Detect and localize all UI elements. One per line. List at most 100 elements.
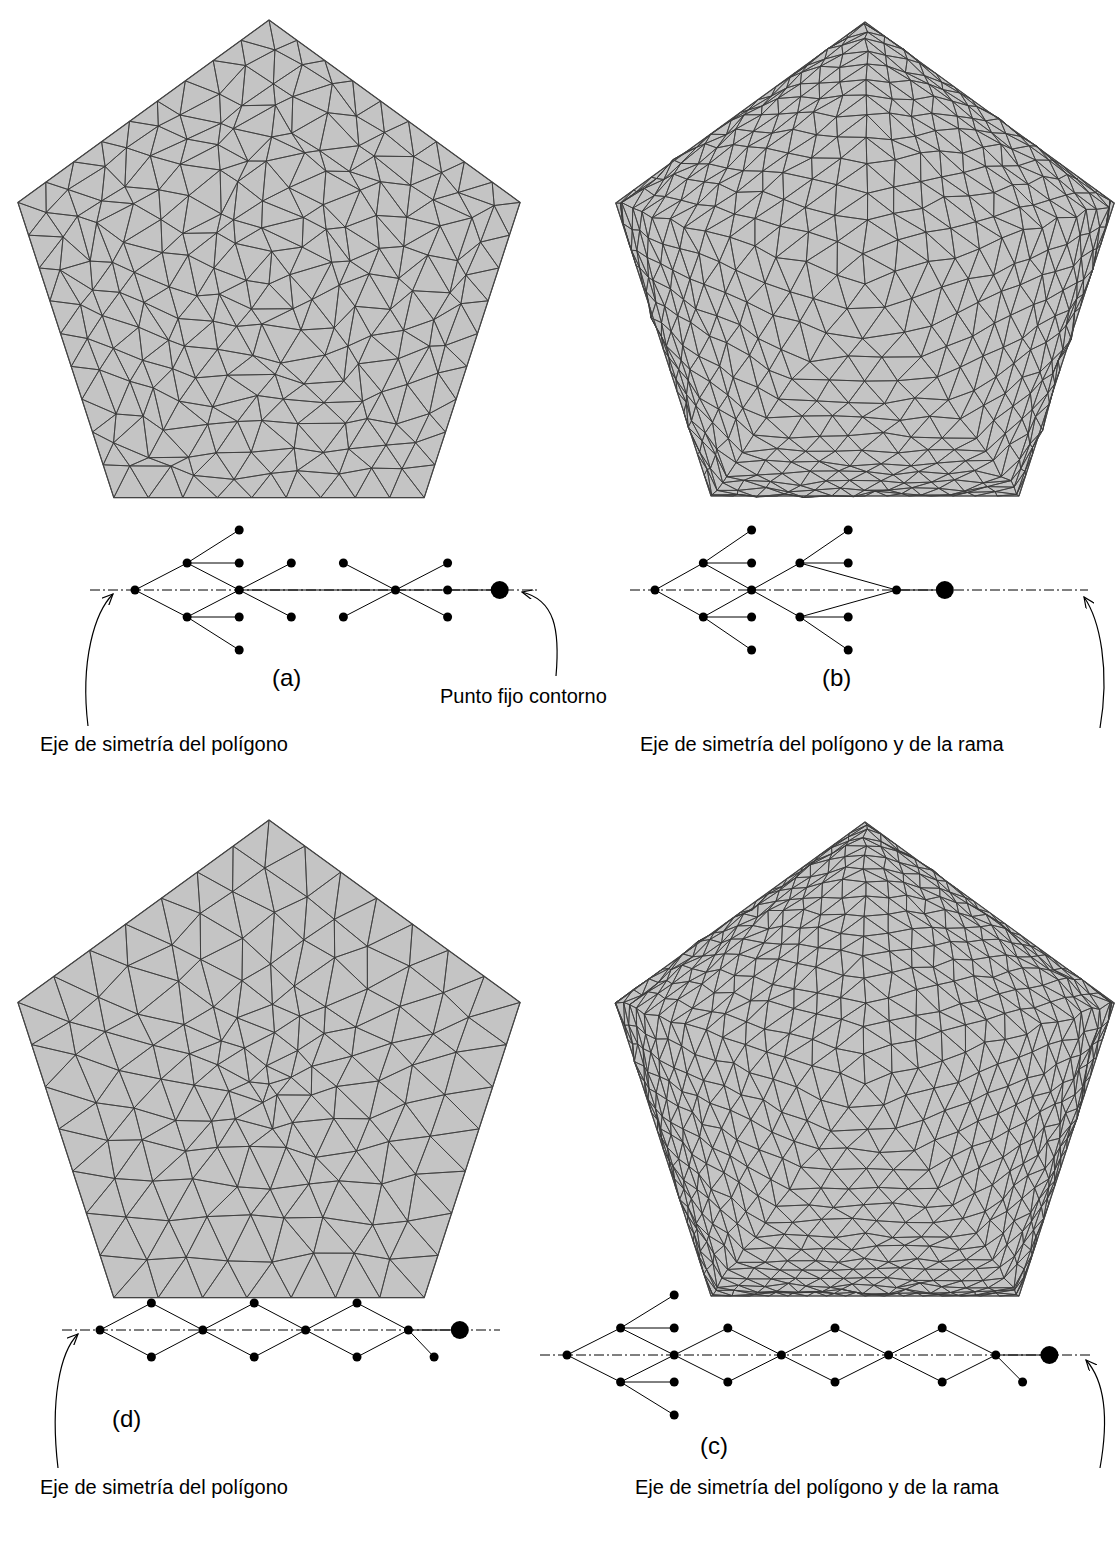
branch-dot	[235, 526, 244, 535]
branch-line	[996, 1355, 1023, 1382]
branch-line	[942, 1355, 996, 1382]
pentagon-outline	[18, 820, 520, 1298]
branch-line	[835, 1328, 889, 1355]
branch-dot	[892, 586, 901, 595]
branch-line	[800, 530, 848, 563]
symmetry-axis	[630, 590, 1088, 591]
branch-line	[239, 563, 291, 590]
branch-dot	[699, 559, 708, 568]
branch-line	[800, 617, 848, 650]
fixed-point	[936, 581, 954, 599]
branch-dot	[147, 1353, 156, 1362]
branch-line	[703, 617, 751, 618]
panel-label: (c)	[700, 1432, 728, 1461]
symmetry-axis	[62, 1330, 500, 1331]
branch-dot	[844, 559, 853, 568]
branch-line	[728, 1355, 782, 1382]
branch-line	[655, 563, 703, 590]
branch-line	[396, 563, 448, 590]
branch-line	[187, 617, 239, 650]
triangle-mesh	[616, 22, 1114, 497]
symmetry-axis	[540, 1355, 1092, 1356]
branch-dot	[991, 1351, 1000, 1360]
branch-line	[100, 1303, 151, 1330]
branch-dot	[747, 526, 756, 535]
branch-dot	[670, 1324, 679, 1333]
branch-line	[621, 1382, 675, 1415]
branch-line	[151, 1303, 202, 1330]
pentagon-outline	[616, 22, 1114, 496]
triangle-mesh	[615, 822, 1114, 1296]
branch-line	[703, 530, 751, 563]
branch-dot	[235, 559, 244, 568]
branch-dot	[391, 586, 400, 595]
branch-dot	[287, 613, 296, 622]
branch-dot	[670, 1351, 679, 1360]
branch-dot	[235, 586, 244, 595]
branch-line	[306, 1330, 357, 1357]
branch-line	[621, 1328, 675, 1329]
branch-line	[187, 530, 239, 563]
pentagon-domain	[18, 20, 520, 498]
branch-dot	[777, 1351, 786, 1360]
branch-line	[357, 1330, 408, 1357]
branch-line	[703, 617, 751, 650]
branch-dot	[339, 613, 348, 622]
branch-dot	[235, 613, 244, 622]
branch-dot	[795, 559, 804, 568]
branch-dot	[747, 613, 756, 622]
callout-label: Punto fijo contorno	[440, 684, 607, 708]
branch-dot	[831, 1324, 840, 1333]
branch-line	[800, 563, 848, 564]
branch-line	[781, 1355, 835, 1382]
triangle-mesh	[18, 20, 520, 498]
branch-dot	[723, 1378, 732, 1387]
pentagon-outline	[616, 822, 1114, 1296]
panel-label: (a)	[272, 664, 301, 693]
branch-line	[151, 1330, 202, 1357]
axis-label: Eje de simetría del polígono y de la ram…	[640, 732, 1004, 756]
branch-line	[203, 1330, 254, 1357]
branch-line	[752, 563, 800, 590]
pentagon-domain	[18, 820, 520, 1298]
branch-dot	[1018, 1378, 1027, 1387]
branch-line	[203, 1303, 254, 1330]
branch-line	[357, 1303, 408, 1330]
branch-line	[800, 617, 848, 618]
branch-dot	[844, 646, 853, 655]
branch-line	[674, 1355, 728, 1382]
branch-line	[621, 1328, 675, 1355]
branch-line	[343, 590, 395, 617]
branch-line	[621, 1355, 675, 1382]
branch-dot	[287, 559, 296, 568]
branch-dot	[747, 559, 756, 568]
branch-dot	[670, 1378, 679, 1387]
branch-dot	[250, 1299, 259, 1308]
branch-line	[254, 1303, 305, 1330]
branch-dot	[353, 1353, 362, 1362]
branch-line	[781, 1328, 835, 1355]
axis-label: Eje de simetría del polígono	[40, 732, 288, 756]
leader-arrow	[55, 1334, 78, 1468]
branch-line	[396, 590, 448, 617]
branch-dot	[670, 1411, 679, 1420]
branch-dot	[616, 1378, 625, 1387]
branch-dot	[747, 646, 756, 655]
branch-dot	[938, 1378, 947, 1387]
branch-line	[187, 563, 239, 590]
branch-dot	[938, 1324, 947, 1333]
branch-dot	[443, 559, 452, 568]
branch-dot	[723, 1324, 732, 1333]
branch-dot	[443, 613, 452, 622]
branch-line	[703, 563, 751, 564]
panel-label: (b)	[822, 664, 851, 693]
branch-dot	[844, 613, 853, 622]
symmetry-axis	[90, 590, 540, 591]
branch-line	[343, 563, 395, 590]
branch-dot	[831, 1378, 840, 1387]
branch-line	[306, 1303, 357, 1330]
branch-dot	[443, 586, 452, 595]
branch-line	[835, 1355, 889, 1382]
triangle-mesh	[18, 820, 520, 1298]
